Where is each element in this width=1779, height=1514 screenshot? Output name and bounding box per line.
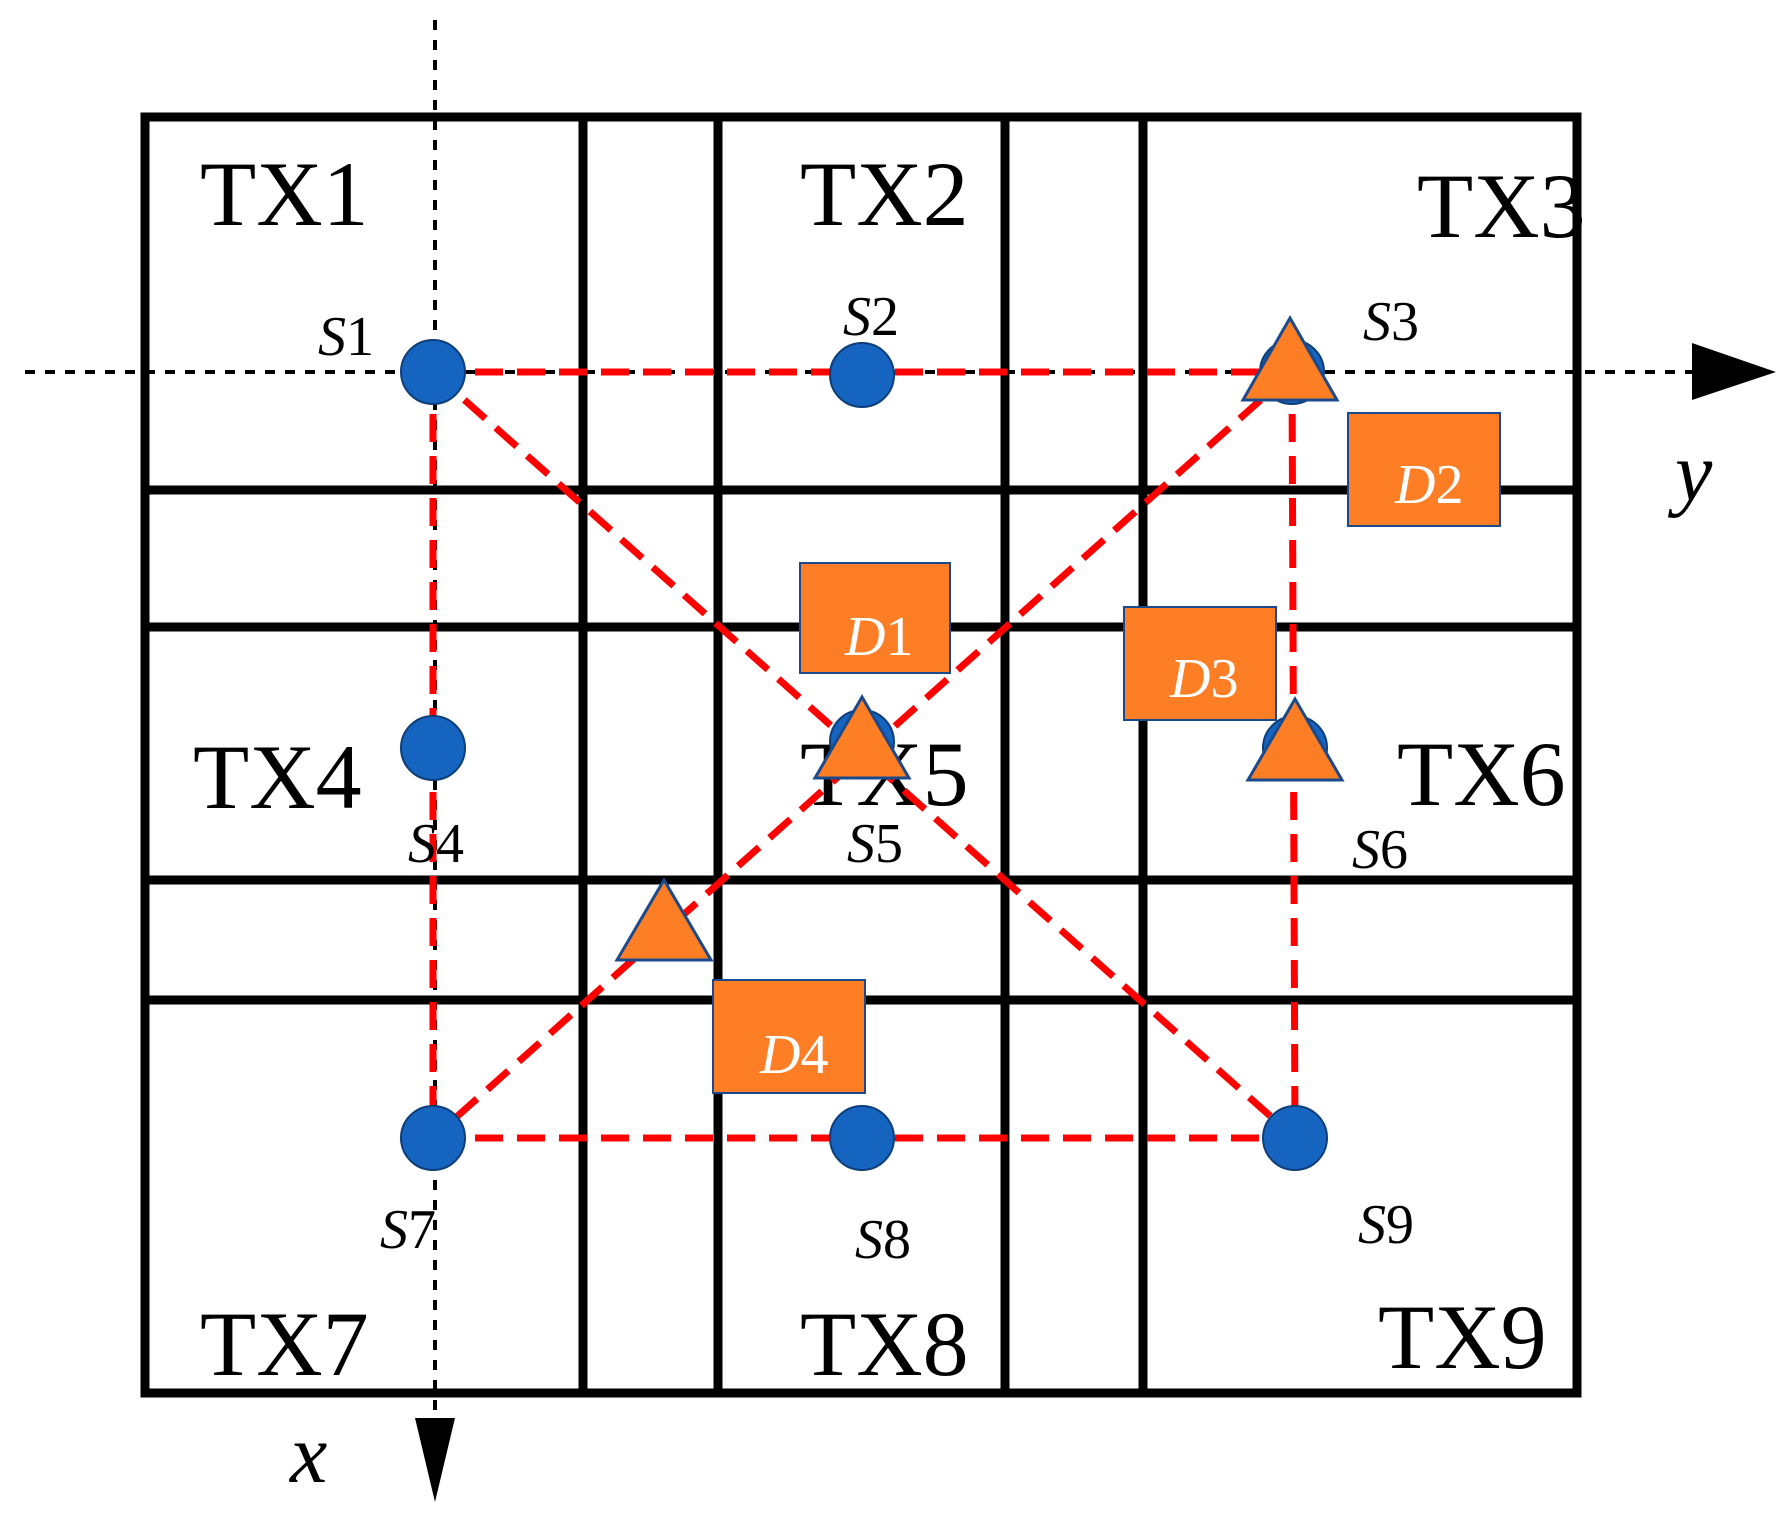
device-label-d4: D4 bbox=[759, 1024, 828, 1086]
device-box-d3 bbox=[1123, 606, 1277, 721]
region-label-tx1: TX1 bbox=[200, 143, 369, 245]
sensor-labels: S1 S2 S3 S4 S5 S6 S7 S8 S9 bbox=[318, 286, 1419, 1271]
device-marker-d3-icon bbox=[1245, 696, 1345, 782]
device-marker-d1-icon bbox=[812, 694, 912, 780]
region-label-tx6: TX6 bbox=[1397, 723, 1566, 825]
region-label-tx8: TX8 bbox=[800, 1293, 969, 1395]
grid bbox=[140, 112, 1582, 1398]
sensor-label-s9: S9 bbox=[1358, 1194, 1414, 1256]
device-box-d4 bbox=[712, 979, 866, 1094]
region-label-tx3: TX3 bbox=[1417, 155, 1586, 257]
region-label-tx2: TX2 bbox=[800, 143, 969, 245]
sensor-s1-icon bbox=[400, 339, 466, 405]
sensor-label-s8: S8 bbox=[855, 1209, 911, 1271]
device-label-d1: D1 bbox=[844, 606, 913, 668]
sensor-label-s5: S5 bbox=[847, 813, 903, 875]
device-box-d2 bbox=[1347, 412, 1501, 527]
device-labels: D1 D2 D3 D4 bbox=[712, 412, 1501, 1094]
region-label-tx7: TX7 bbox=[200, 1293, 369, 1395]
device-label-d2: D2 bbox=[1394, 454, 1463, 516]
device-marker-d2-icon bbox=[1240, 314, 1340, 402]
x-axis-arrow-icon bbox=[415, 1418, 455, 1502]
connection-s1-s9 bbox=[430, 369, 1298, 1141]
sensor-label-s1: S1 bbox=[318, 306, 374, 368]
device-markers bbox=[614, 314, 1345, 962]
device-box-d1 bbox=[799, 562, 951, 674]
sensor-s8-icon bbox=[829, 1105, 895, 1171]
y-axis-label: y bbox=[1667, 426, 1713, 519]
sensor-s4-icon bbox=[400, 715, 466, 781]
sensor-label-s7: S7 bbox=[380, 1199, 436, 1261]
sensor-label-s3: S3 bbox=[1363, 291, 1419, 353]
x-axis-label: x bbox=[288, 1408, 327, 1501]
y-axis-arrow-icon bbox=[1692, 343, 1776, 400]
device-marker-d4-icon bbox=[614, 877, 714, 962]
sensor-label-s6: S6 bbox=[1352, 819, 1408, 881]
connection-s3-s7 bbox=[430, 369, 1295, 1141]
device-label-d3: D3 bbox=[1169, 648, 1238, 710]
sensor-s2-icon bbox=[829, 342, 895, 408]
sensor-s9-icon bbox=[1262, 1105, 1328, 1171]
region-label-tx4: TX4 bbox=[193, 726, 362, 828]
sensor-label-s4: S4 bbox=[408, 813, 464, 875]
sensor-s7-icon bbox=[400, 1105, 466, 1171]
sensor-label-s2: S2 bbox=[843, 286, 899, 348]
region-label-tx9: TX9 bbox=[1378, 1286, 1547, 1388]
